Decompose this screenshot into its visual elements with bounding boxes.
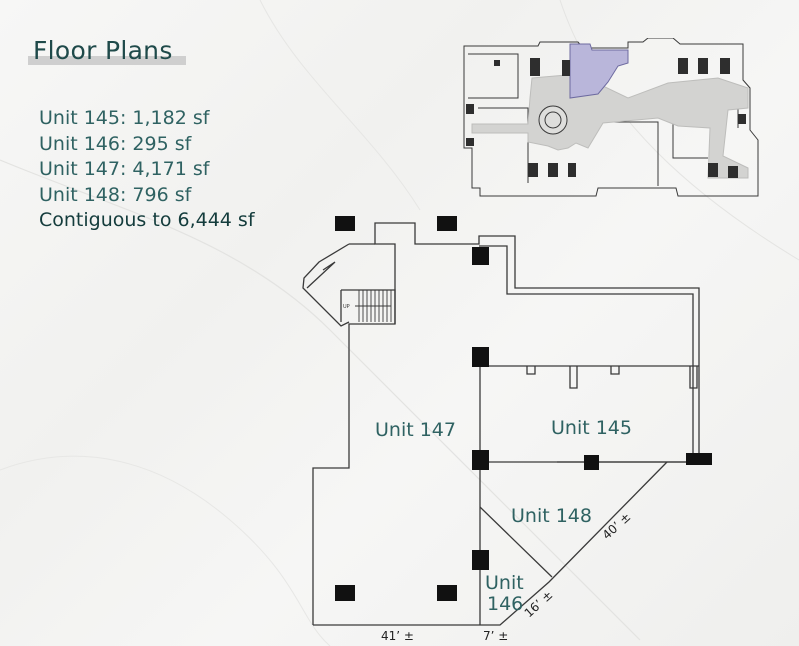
- column: [686, 453, 712, 465]
- unit-146-148-divider: [479, 506, 553, 578]
- column: [584, 455, 599, 470]
- diagonal-wall: [313, 461, 668, 626]
- columns: [335, 216, 712, 601]
- unit-146-label-line1: Unit: [485, 572, 524, 594]
- stair-enclosure: [302, 243, 396, 327]
- stair-up-label: UP: [343, 304, 350, 310]
- unit-146-label-line2: 146: [487, 593, 523, 615]
- unit-size-146: Unit 146: 295 sf: [39, 132, 192, 155]
- column: [437, 216, 457, 231]
- contiguous-size: Contiguous to 6,444 sf: [39, 209, 255, 231]
- unit-size-148: Unit 148: 796 sf: [39, 183, 192, 206]
- key-site-plan: [463, 38, 759, 197]
- column: [472, 247, 489, 265]
- unit-148-label: Unit 148: [511, 505, 592, 527]
- page-title: Floor Plans: [33, 36, 173, 65]
- column: [472, 550, 489, 570]
- plan-outer-wall: [312, 222, 700, 625]
- highlighted-unit-area: [569, 43, 629, 99]
- column: [472, 450, 489, 470]
- unit-size-145: Unit 145: 1,182 sf: [39, 107, 210, 129]
- column: [437, 585, 457, 601]
- title-block: Floor Plans: [28, 36, 186, 65]
- dimension-7ft: 7’ ±: [483, 629, 508, 643]
- unit-145-label: Unit 145: [551, 417, 632, 439]
- unit-size-147: Unit 147: 4,171 sf: [39, 158, 210, 180]
- fountain-circle: [538, 105, 568, 135]
- unit-sizes-list: Unit 145: 1,182 sf Unit 146: 295 sf Unit…: [39, 106, 255, 234]
- title-underline: [28, 56, 186, 65]
- column: [335, 585, 355, 601]
- common-area: [471, 73, 749, 179]
- dimension-16ft: 16’ ±: [522, 588, 556, 620]
- column: [335, 216, 355, 231]
- dimension-40ft: 40’ ±: [600, 510, 634, 542]
- unit-147-label: Unit 147: [375, 419, 456, 441]
- floor-plan: Unit 147 Unit 145 Unit 148 Unit 146 UP 4…: [302, 216, 712, 643]
- dimension-41ft: 41’ ±: [381, 629, 414, 643]
- column: [472, 347, 489, 367]
